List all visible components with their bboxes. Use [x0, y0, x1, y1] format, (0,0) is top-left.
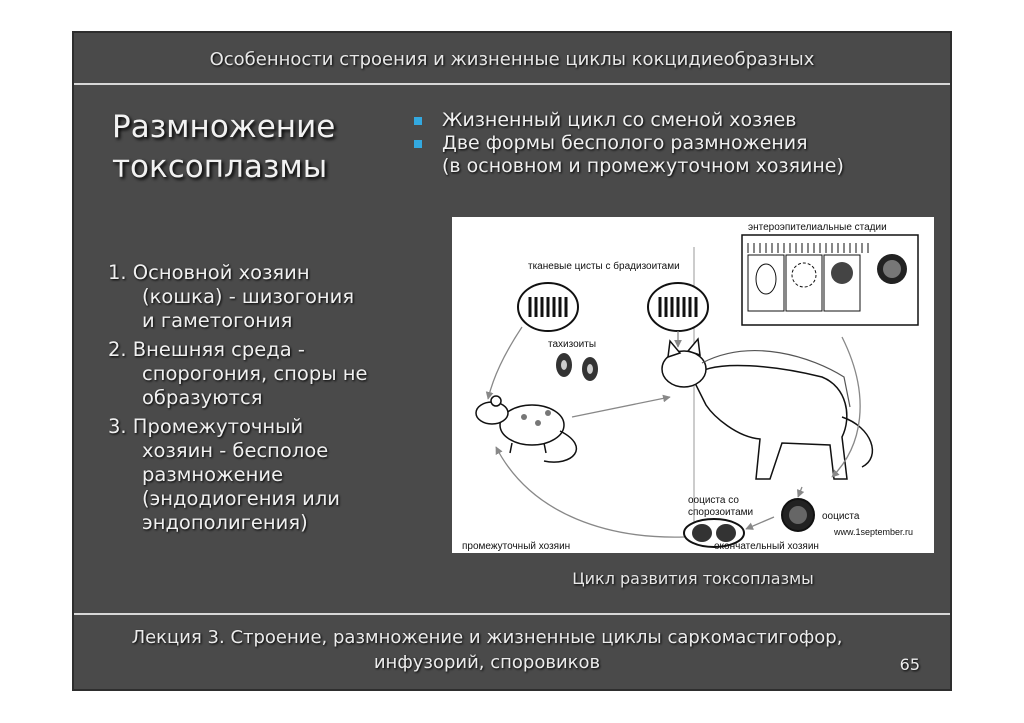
footer-line-2: инфузорий, споровиков [94, 650, 880, 675]
list-item-line: размножение [108, 463, 398, 487]
tissue-cyst-right-icon [648, 283, 708, 331]
tachyzoites-icon [556, 353, 598, 381]
label-oocyst-sporozoites-2: спорозоитами [688, 507, 753, 518]
footer-band: Лекция 3. Строение, размножение и жизнен… [74, 613, 950, 693]
bullet-item: Две формы бесполого размножения (в основ… [414, 132, 934, 178]
numbered-list: 1. Основной хозяин (кошка) - шизогония и… [108, 261, 398, 540]
list-item: 2. Внешняя среда - спорогония, споры не … [108, 338, 398, 410]
list-item: 1. Основной хозяин (кошка) - шизогония и… [108, 261, 398, 333]
bullet-square-icon [414, 117, 422, 125]
label-oocyst: ооциста [822, 511, 860, 522]
list-item-first: 3. Промежуточный [108, 415, 398, 439]
lecture-footer: Лекция 3. Строение, размножение и жизнен… [94, 625, 880, 675]
source-url: www.1september.ru [833, 527, 913, 537]
bullet-list: Жизненный цикл со сменой хозяев Две форм… [414, 109, 934, 178]
label-enteroepithelial: энтероэпителиальные стадии [748, 222, 887, 233]
enteroepithelial-stages-icon [742, 235, 918, 325]
footer-line-1: Лекция 3. Строение, размножение и жизнен… [94, 625, 880, 650]
heading-line-1: Размножение [112, 107, 432, 147]
list-item-line: (кошка) - шизогония [108, 285, 398, 309]
list-item-first: 1. Основной хозяин [108, 261, 398, 285]
bullet-text: Две формы бесполого размножения [442, 132, 934, 155]
label-tachyzoites: тахизоиты [548, 339, 596, 350]
list-item-line: образуются [108, 386, 398, 410]
bullet-item: Жизненный цикл со сменой хозяев [414, 109, 934, 132]
oocyst-icon [782, 499, 814, 531]
label-tissue-cysts: тканевые цисты с брадизоитами [528, 260, 680, 272]
mouse-icon [476, 396, 576, 462]
list-item-line: и гаметогония [108, 309, 398, 333]
list-item-line: эндополигения) [108, 511, 398, 535]
list-item: 3. Промежуточный хозяин - бесполое размн… [108, 415, 398, 535]
list-item-first: 2. Внешняя среда - [108, 338, 398, 362]
slide-title: Особенности строения и жизненные циклы к… [74, 49, 950, 70]
tissue-cyst-left-icon [518, 283, 578, 331]
bullet-text-cont: (в основном и промежуточном хозяине) [442, 155, 934, 178]
life-cycle-figure: энтероэпителиальные стадии тканевые цист… [452, 217, 934, 553]
label-oocyst-sporozoites-1: ооциста со [688, 495, 739, 506]
list-item-line: (эндодиогения или [108, 487, 398, 511]
bullet-square-icon [414, 140, 422, 148]
header-band: Особенности строения и жизненные циклы к… [74, 33, 950, 85]
figure-caption: Цикл развития токсоплазмы [452, 569, 934, 588]
page-number: 65 [900, 655, 920, 674]
life-cycle-diagram: энтероэпителиальные стадии тканевые цист… [452, 217, 934, 553]
label-definitive-host: окончательный хозяин [714, 541, 819, 552]
slide: Особенности строения и жизненные циклы к… [72, 31, 952, 691]
section-heading: Размножение токсоплазмы [112, 107, 432, 187]
list-item-line: хозяин - бесполое [108, 439, 398, 463]
label-intermediate-host: промежуточный хозяин [462, 541, 570, 552]
heading-line-2: токсоплазмы [112, 147, 432, 187]
bullet-text: Жизненный цикл со сменой хозяев [442, 109, 934, 132]
list-item-line: спорогония, споры не [108, 362, 398, 386]
